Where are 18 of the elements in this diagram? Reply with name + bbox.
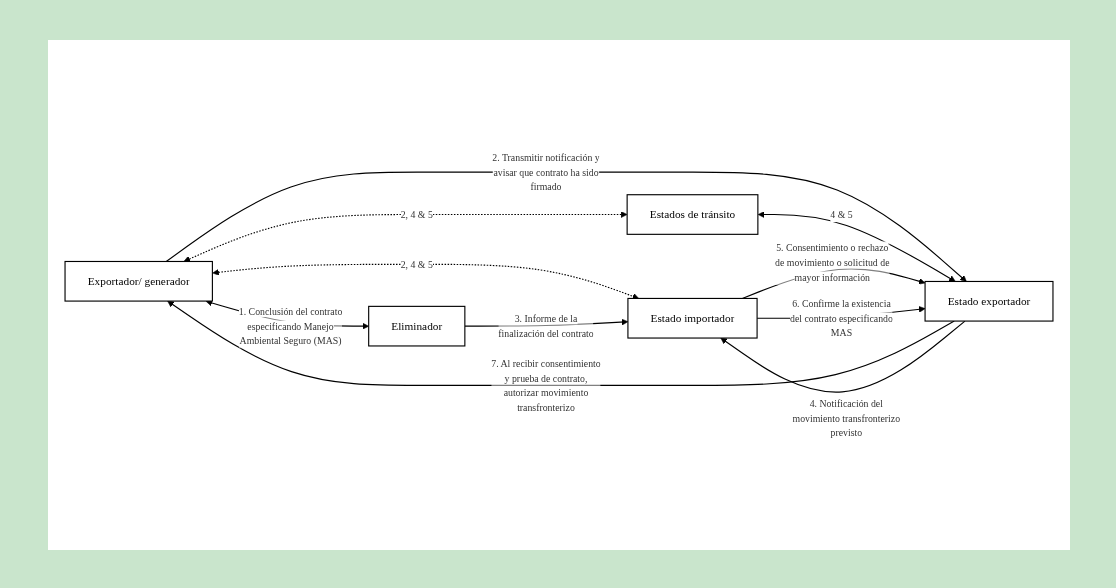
node-box: Estados de tránsito: [626, 193, 759, 235]
edge-label: 4. Notificación del movimiento transfronterizo previsto: [792, 397, 901, 439]
edge-label: 5. Consentimiento o rechazo de movimiento o solicitud de mayor información: [775, 241, 890, 283]
edge-label: 2, 4 & 5: [400, 208, 433, 220]
arrow: [720, 320, 966, 393]
edge-label: 4 & 5: [830, 208, 853, 220]
node-box: Estado exportador: [924, 280, 1054, 322]
edge-label: 2. Transmitir notificación y avisar que contrato ha sido firmado: [492, 151, 600, 192]
arrow: [212, 263, 639, 300]
edge-label: 1. Conclusión del contrato especificando Manejo Ambiental Seguro (MAS): [238, 305, 343, 347]
edge-label: 7. Al recibir consentimiento y prueba de contrato, autorizar movimiento transfronterizo: [491, 357, 601, 413]
arrow: [183, 210, 628, 262]
node-box: Eliminador: [368, 305, 466, 347]
edge-label: 3. Informe de la finalización del contrato: [498, 312, 594, 339]
node-box: Estado importador: [627, 297, 758, 339]
edge-label: 2, 4 & 5: [400, 258, 433, 270]
node-box: Exportador/ generador: [64, 260, 213, 302]
edge-label: 6. Confirme la existencia del contrato especificando MAS: [790, 297, 893, 339]
